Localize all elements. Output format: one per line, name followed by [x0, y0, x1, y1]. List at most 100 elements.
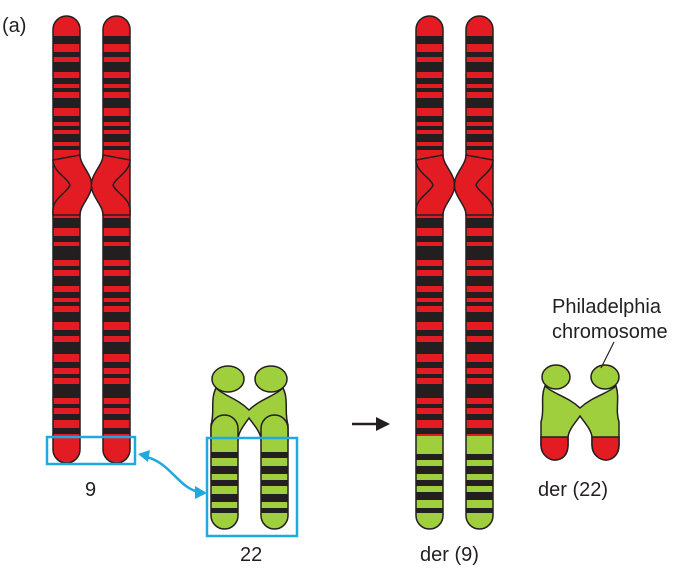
exchange-arrow — [138, 450, 207, 499]
chromosome-band — [103, 292, 130, 298]
chromosome-band — [416, 52, 443, 57]
chr22-translocation-box — [205, 436, 299, 538]
chromosome-band — [53, 236, 80, 242]
chromosome-band — [53, 78, 80, 84]
chr9-left-chromatid — [52, 15, 81, 464]
chromosome-band — [103, 98, 130, 108]
chromosome-9-centromere — [52, 154, 93, 216]
chromosome-band — [211, 466, 238, 474]
chromosome-band — [466, 126, 493, 130]
chromosome-band — [466, 62, 493, 72]
der9-label: der (9) — [420, 544, 479, 566]
chromosome-band — [416, 98, 443, 108]
chromosome-band — [466, 302, 493, 306]
chromosome-band — [103, 218, 130, 228]
chr22-right-chromatid — [260, 414, 289, 530]
chromosome-band — [466, 508, 493, 513]
chromosome-band — [466, 36, 493, 44]
chromosome-band — [103, 330, 130, 336]
chromosome-band — [466, 218, 493, 228]
chromosome-band — [466, 276, 493, 286]
chr9-right-chromatid — [102, 15, 131, 464]
chromosome-band — [466, 52, 493, 57]
chromosome-band — [466, 116, 493, 122]
chromosome-band — [416, 246, 443, 260]
der22-label: der (22) — [538, 479, 608, 501]
philadelphia-callout-line — [600, 341, 615, 369]
philadelphia-chromosome — [540, 364, 620, 461]
chromosome-band — [466, 454, 493, 460]
chromosome-band — [53, 88, 80, 92]
chromosome-band — [103, 146, 130, 150]
chromosome-band — [416, 374, 443, 378]
chromosome-band — [466, 312, 493, 322]
chromosome-9 — [52, 15, 131, 464]
chromosome-band — [416, 404, 443, 408]
chromosome-band — [466, 98, 493, 108]
chromosome-band — [53, 98, 80, 108]
chromosome-band — [416, 508, 443, 513]
chromosome-band — [103, 342, 130, 354]
chromosome-band — [53, 246, 80, 260]
chr9-label: 9 — [85, 479, 96, 501]
chromosome-band — [103, 374, 130, 378]
chromosome-band — [466, 374, 493, 378]
chromosome-band — [466, 88, 493, 92]
chromosome-band — [53, 134, 80, 142]
chromosome-band — [416, 88, 443, 92]
chromosome-band — [466, 342, 493, 354]
chromosome-band — [466, 428, 493, 434]
chromosome-band — [466, 466, 493, 474]
chromosome-band — [53, 126, 80, 130]
chromosome-band — [53, 302, 80, 306]
chromosome-band — [261, 480, 288, 486]
chromosome-band — [53, 62, 80, 72]
chromosome-band — [466, 266, 493, 270]
chromosome-band — [416, 492, 443, 500]
chromosome-band — [53, 116, 80, 122]
chromosome-band — [103, 36, 130, 44]
chromosome-band — [466, 292, 493, 298]
chromosome-band — [103, 116, 130, 122]
chromosome-band — [261, 494, 288, 502]
chromosome-band — [466, 492, 493, 500]
chr9-translocation-box — [45, 435, 137, 466]
chromosome-band — [416, 362, 443, 368]
philadelphia-label-line1: Philadelphia — [552, 296, 662, 318]
chr22-left-chromatid — [210, 414, 239, 530]
chromosome-band — [103, 88, 130, 92]
chromosome-band — [53, 404, 80, 408]
chromosome-band — [416, 266, 443, 270]
chromosome-band — [416, 78, 443, 84]
chromosome-band — [416, 480, 443, 486]
chromosome-band — [466, 146, 493, 150]
chromosome-band — [211, 508, 238, 513]
chromosome-band — [466, 236, 493, 242]
chr22-label: 22 — [240, 544, 262, 566]
chromosome-band — [211, 452, 238, 458]
chromosome-band — [53, 276, 80, 286]
chromosome-band — [103, 52, 130, 57]
chromosome-band — [103, 428, 130, 434]
chromosome-band — [416, 236, 443, 242]
chromosome-band — [416, 292, 443, 298]
chromosome-band — [416, 384, 443, 398]
chromosome-band — [53, 146, 80, 150]
chromosome-band — [416, 466, 443, 474]
chromosome-band — [53, 292, 80, 298]
chromosome-band — [466, 246, 493, 260]
chromosome-22 — [210, 365, 289, 530]
der9-left-chromatid — [415, 15, 444, 530]
reaction-arrow — [352, 417, 390, 431]
chromosome-band — [416, 62, 443, 72]
chromosome-band — [53, 266, 80, 270]
chromosome-band — [53, 342, 80, 354]
chromosome-band — [416, 428, 443, 434]
chromosome-band — [103, 134, 130, 142]
chromosome-band — [416, 126, 443, 130]
chromosome-band — [53, 362, 80, 368]
chromosome-band — [466, 384, 493, 398]
chromosome-band — [103, 312, 130, 322]
chromosome-band — [53, 218, 80, 228]
